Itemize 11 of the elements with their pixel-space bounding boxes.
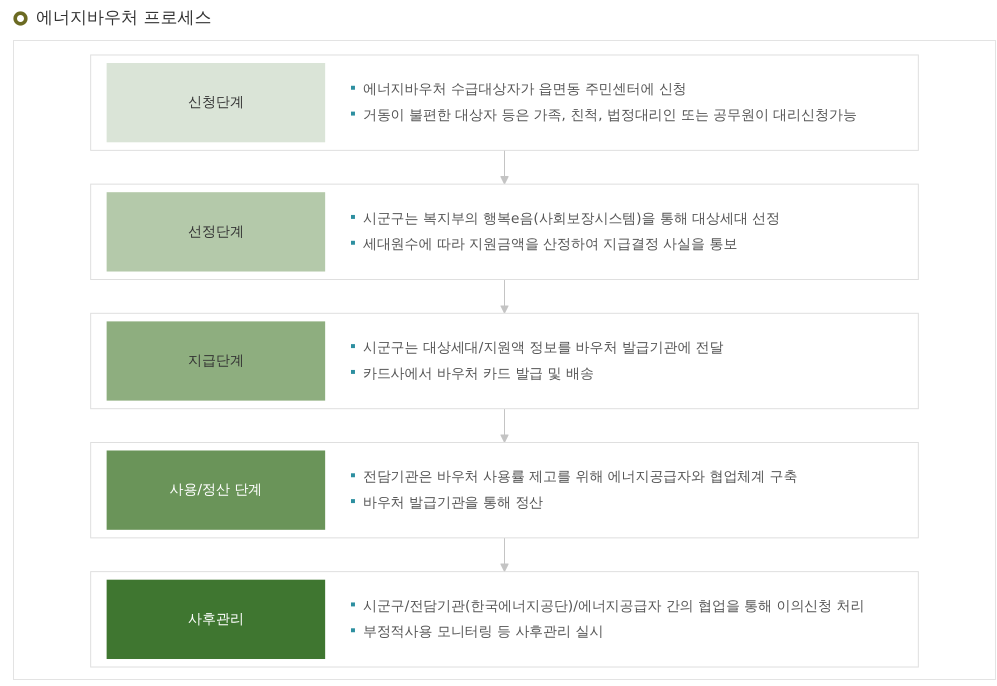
content-panel: 신청단계 에너지바우처 수급대상자가 읍면동 주민센터에 신청 거동이 불편한 대상자 등은 가족, 친척, 법정대리인 또는 공무원이 대리신청가능 선정단계 시군구는 복지부의 행복e음(사회보장시스템)을 통해 대상세대 선정 세대원수에 따라 지원금액을 산정하여 지급결정 사실을 통보 지급단계 시군구는 대상세대/지원액 정보를 바우처 발급기관에 전달 카드사에서 바우처 카드 발급 및 배송 사용/정산 단계 전담기관은 바우처 사용률 제고를 위해 에너지공급자와 협업체계 구축 바우처 발급기관을 통해 정산 사후관리 시군구/전담기관(한국에너지공단)/에너지공급자 간의 협업을 통해 이의신청 처리 부정적사용 모니터링 등 사후관리 실시 <box>13 40 996 680</box>
arrow <box>500 537 509 572</box>
arrow <box>500 150 509 185</box>
node-box <box>90 312 919 410</box>
node-box <box>90 54 919 151</box>
node-box <box>90 571 919 668</box>
node-box <box>90 442 919 538</box>
title: 에너지바우처 프로세스 <box>36 7 212 30</box>
arrow <box>500 408 509 443</box>
node-box <box>90 184 919 280</box>
arrow <box>500 279 509 314</box>
